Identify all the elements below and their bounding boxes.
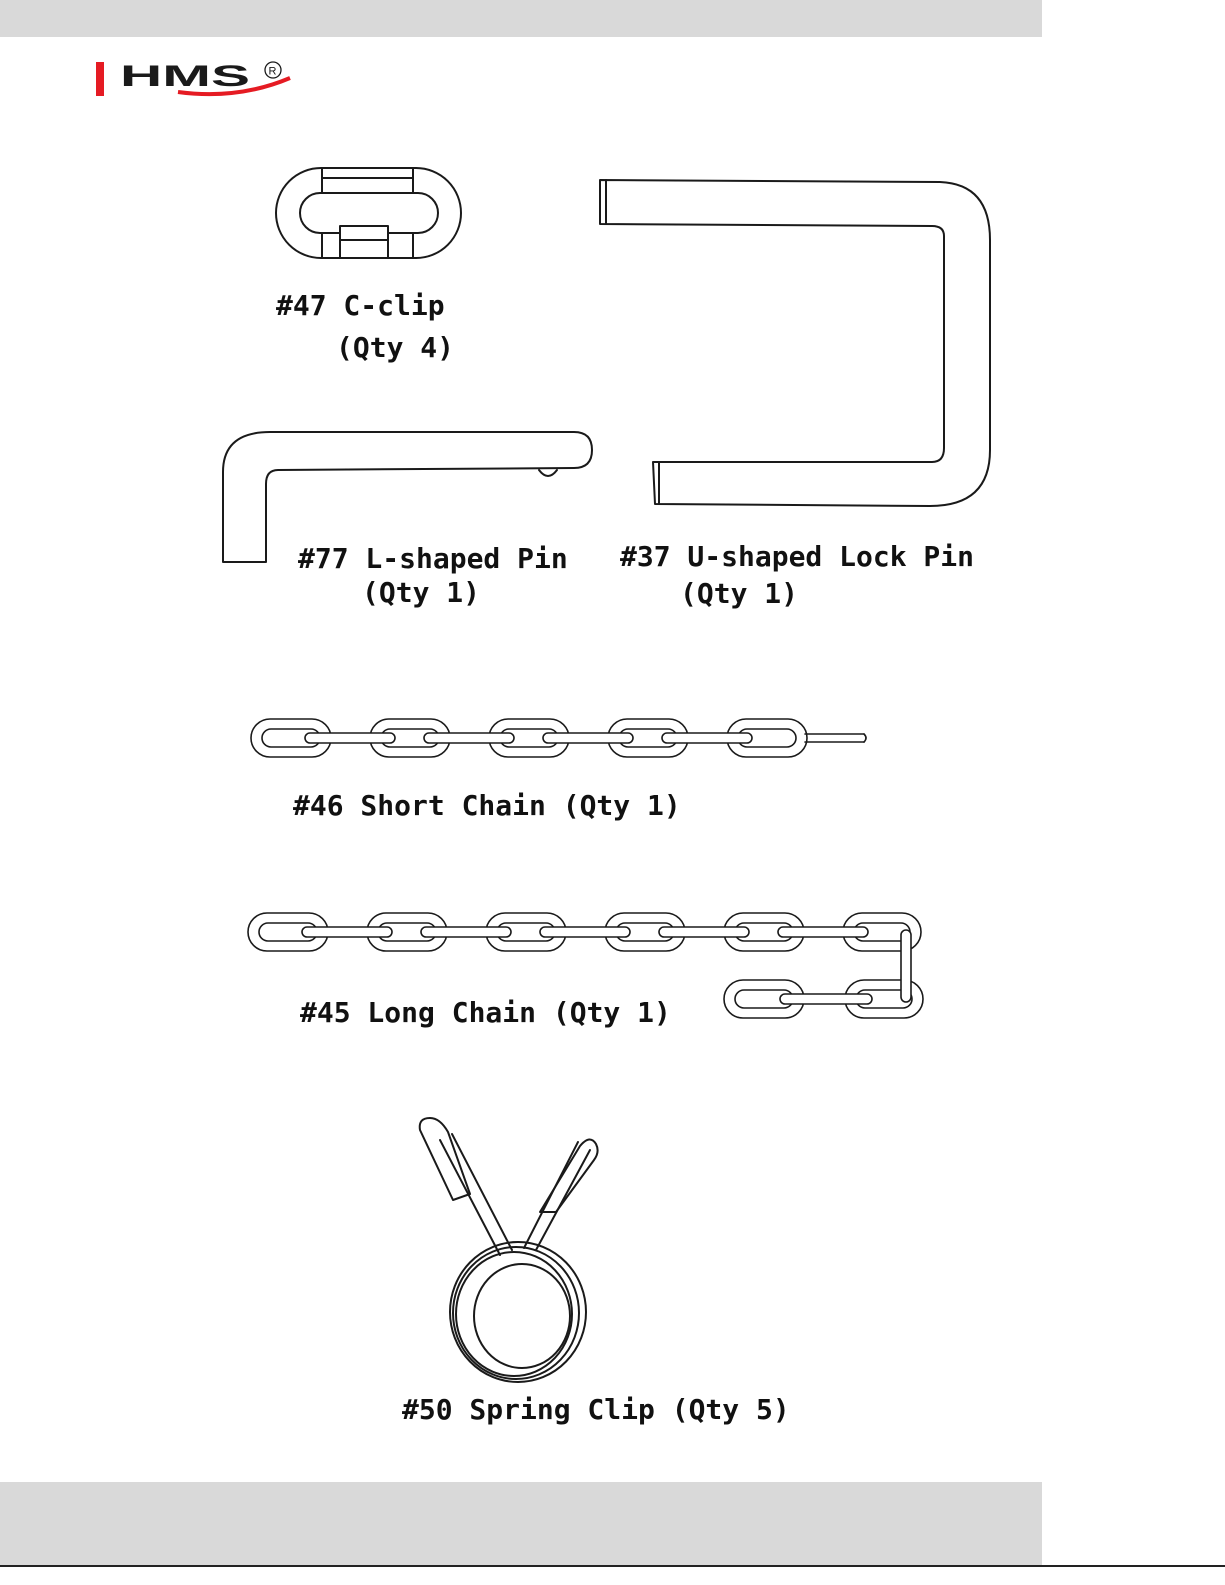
u-pin-name: #37 U-shaped Lock Pin — [620, 543, 974, 571]
footer-band — [0, 1482, 1042, 1565]
c-clip-name: #47 C-clip — [276, 292, 445, 320]
short-chain-illustration — [251, 719, 866, 757]
u-shaped-lock-pin-illustration — [600, 180, 990, 506]
footer-rule — [0, 1565, 1225, 1567]
long-chain-label: #45 Long Chain (Qty 1) — [300, 999, 671, 1027]
l-pin-name: #77 L-shaped Pin — [298, 545, 568, 573]
spring-clip-label: #50 Spring Clip (Qty 5) — [402, 1396, 790, 1424]
short-chain-label: #46 Short Chain (Qty 1) — [293, 792, 681, 820]
c-clip-illustration — [276, 168, 461, 258]
u-pin-qty: (Qty 1) — [680, 580, 798, 608]
spring-clip-illustration — [420, 1118, 598, 1382]
l-pin-qty: (Qty 1) — [362, 579, 480, 607]
c-clip-qty: (Qty 4) — [336, 334, 454, 362]
